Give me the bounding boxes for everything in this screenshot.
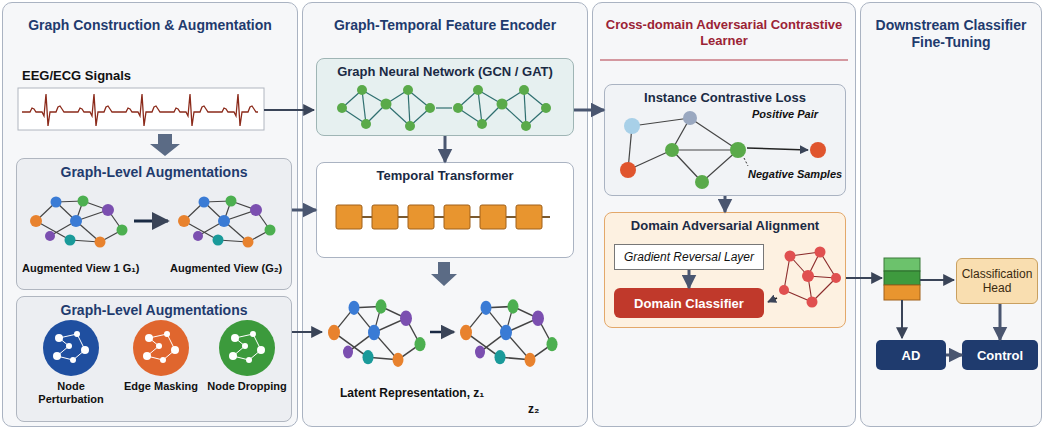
augmentation-symbol (204, 318, 290, 380)
node-label: Control (977, 348, 1023, 363)
augmentation-symbol (118, 318, 204, 380)
node-label: Domain Classifier (634, 296, 744, 311)
stage-panel: Graph Construction & AugmentationGraph-L… (2, 2, 298, 427)
node-label: Node Dropping (204, 380, 290, 393)
sample-label: Negative Samples (748, 168, 842, 180)
augmentation-symbol (28, 318, 114, 380)
classifier-box: Classification Head (956, 258, 1038, 304)
node-label: Graph Neural Network (GCN / GAT) (317, 59, 573, 79)
latent-label: Latent Representation, z₁ (340, 386, 484, 400)
panel-title: Graph-Temporal Feature Encoder (303, 3, 587, 34)
node-label: Gradient Reversal Layer (624, 250, 754, 264)
node-label: Temporal Transformer (317, 163, 573, 183)
node-label: Edge Masking (118, 380, 204, 393)
panel-title: Graph Construction & Augmentation (3, 3, 297, 34)
augmentation-icon: Node Perturbation (28, 318, 114, 418)
process-box: Temporal Transformer (316, 162, 574, 258)
augmentation-box: Graph-Level AugmentationsNode Perturbati… (16, 296, 292, 422)
stage-panel: Cross-domain Adversarial Contrastive Lea… (592, 2, 856, 427)
view-label: Augmented View 1 G₁) (22, 262, 139, 274)
augmentation-icon: Edge Masking (118, 318, 204, 418)
output-box: Control (962, 340, 1038, 370)
node-label: Graph-Level Augmentations (17, 297, 291, 318)
panel-title: Downstream Classifier Fine-Tuning (861, 3, 1041, 51)
augmentation-icon: Node Dropping (204, 318, 290, 418)
stage-panel: Downstream Classifier Fine-TuningClassif… (860, 2, 1042, 427)
latent-label: z₂ (528, 402, 539, 416)
node-label: Classification Head (957, 265, 1037, 298)
process-box: Domain Adversarial AlignmentGradient Rev… (604, 212, 846, 328)
layer-box: Gradient Reversal Layer (614, 244, 764, 270)
signal-label: EEG/ECG Signals (22, 68, 131, 83)
pair-label: Positive Pair (752, 108, 818, 120)
classifier-box: Domain Classifier (614, 288, 764, 318)
node-label: AD (902, 348, 921, 363)
node-label: Graph-Level Augmentations (17, 159, 291, 180)
output-box: AD (876, 340, 946, 370)
node-label: Domain Adversarial Alignment (605, 213, 845, 233)
view-label: Augmented View (G₂) (170, 262, 282, 274)
node-label: Instance Contrastive Loss (605, 85, 845, 105)
node-label: Node Perturbation (28, 380, 114, 406)
stage-panel: Graph-Temporal Feature EncoderGraph Neur… (302, 2, 588, 427)
process-box: Graph Neural Network (GCN / GAT) (316, 58, 574, 136)
panel-title: Cross-domain Adversarial Contrastive Lea… (593, 3, 855, 48)
